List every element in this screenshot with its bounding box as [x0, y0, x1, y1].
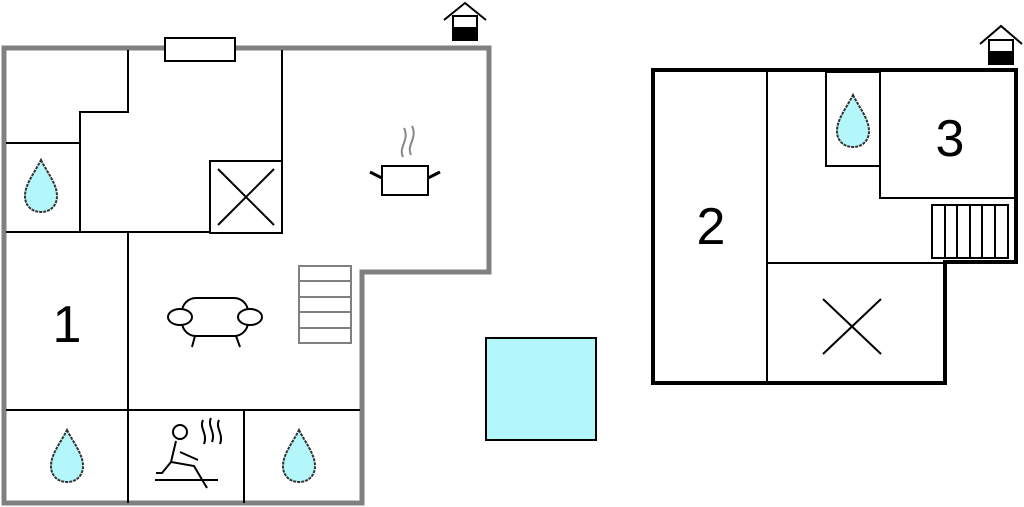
stairs-icon [931, 204, 1009, 259]
void-cross-icon [822, 298, 882, 355]
water-drop-icon [836, 94, 870, 148]
cooking-pot-icon [369, 125, 441, 196]
upper-floor: 2 3 [651, 24, 1023, 385]
water-drop-icon [50, 429, 84, 483]
window [164, 37, 236, 62]
ground-floor-outline [1, 45, 492, 506]
room-number-1: 1 [53, 296, 82, 354]
ground-floor: 1 [1, 1, 492, 506]
house-icon [443, 1, 487, 41]
upper-interior-walls [766, 71, 1014, 381]
room-number-2: 2 [697, 198, 726, 256]
ground-interior-walls [6, 50, 360, 503]
void-cross-icon [209, 160, 283, 234]
sofa-icon [167, 297, 263, 348]
room-number-3: 3 [936, 110, 965, 168]
sauna-icon [155, 417, 222, 489]
water-drop-icon [282, 429, 316, 483]
stairs-icon [298, 265, 352, 344]
house-icon [979, 24, 1023, 65]
pool [485, 337, 597, 441]
water-drop-icon [24, 159, 58, 213]
